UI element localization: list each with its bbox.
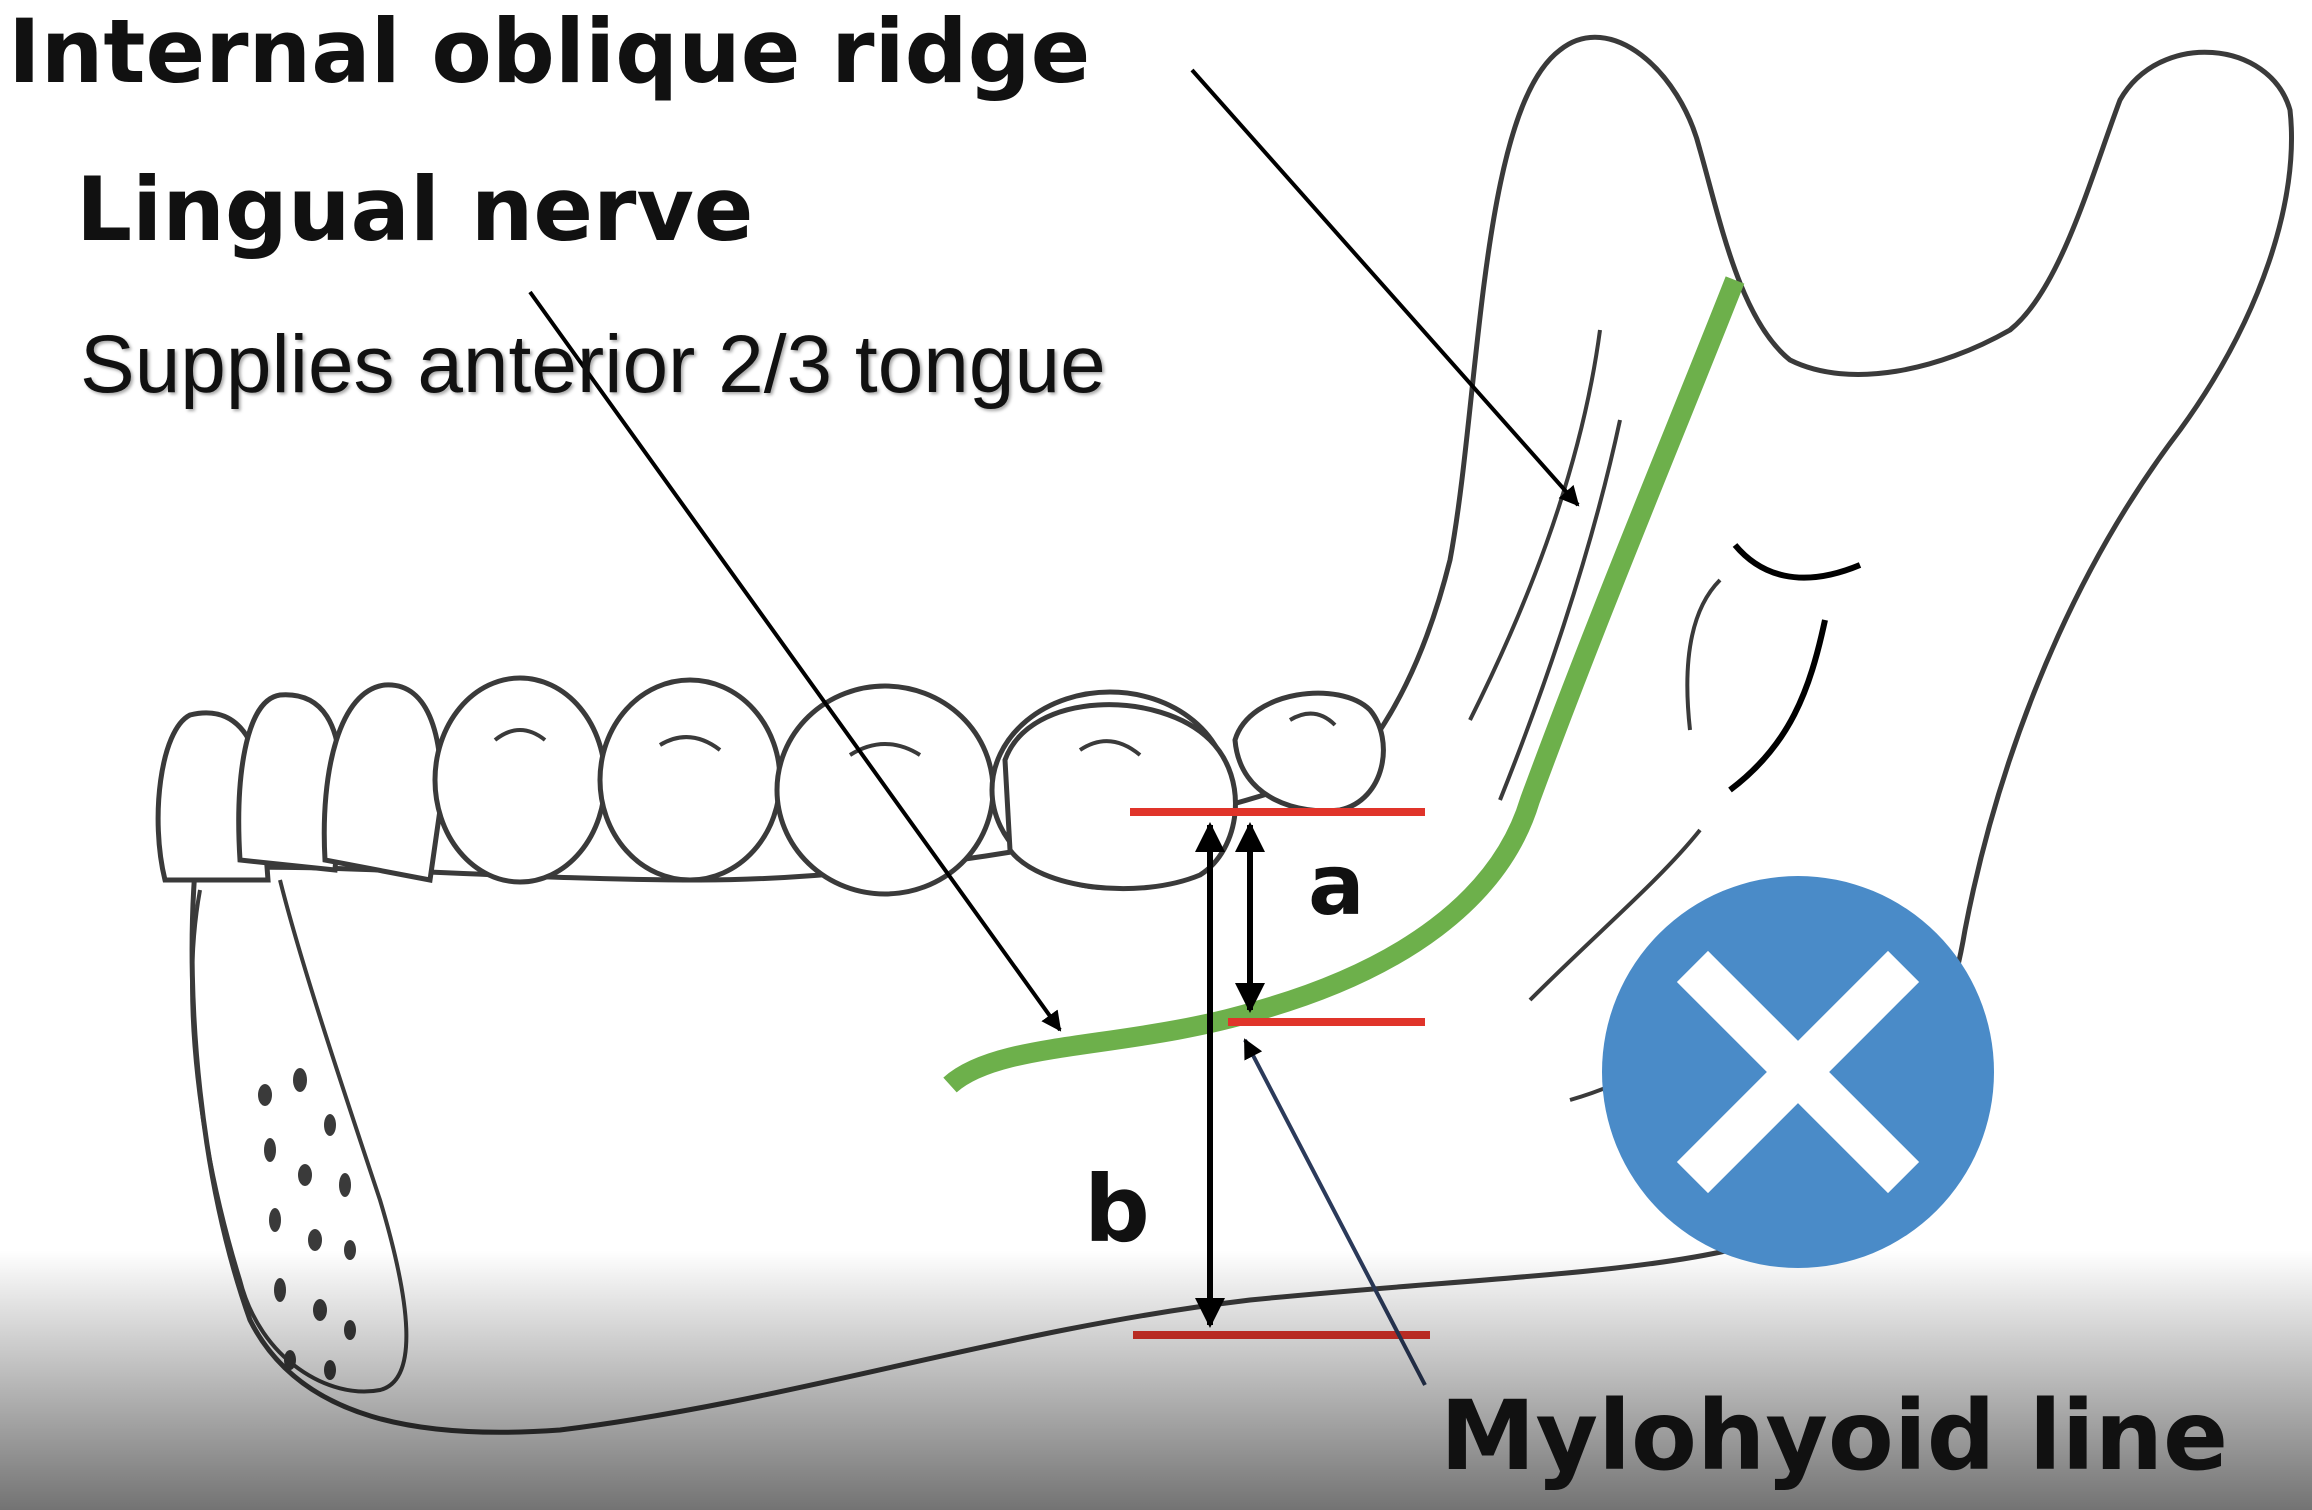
lingual-nerve-label: Lingual nerve bbox=[76, 158, 754, 261]
mandibular-foramen bbox=[1728, 543, 1862, 793]
symphysis-outline bbox=[190, 879, 409, 1394]
lingual-nerve-note: Supplies anterior 2/3 tongue bbox=[80, 319, 1106, 410]
measure-a-label: a bbox=[1308, 836, 1365, 934]
nerve-leader-arrow bbox=[528, 290, 1062, 1032]
third-molar bbox=[1232, 690, 1386, 814]
premolar bbox=[432, 675, 608, 885]
internal-oblique-ridge-label: Internal oblique ridge bbox=[8, 0, 1091, 103]
ridge-leader-arrow bbox=[1190, 68, 1580, 507]
premolar bbox=[597, 677, 783, 883]
reference-lines bbox=[1130, 808, 1430, 1339]
mylohyoid-line-label: Mylohyoid line bbox=[1440, 1380, 2229, 1492]
measure-b-label: b bbox=[1084, 1156, 1150, 1263]
close-button[interactable] bbox=[1602, 876, 1994, 1268]
molar bbox=[1002, 702, 1238, 892]
measurement-arrows bbox=[1195, 822, 1265, 1328]
teeth-row bbox=[155, 675, 1386, 897]
close-icon bbox=[1676, 950, 1920, 1194]
lingual-nerve-path bbox=[943, 276, 1745, 1093]
tooth-details bbox=[493, 711, 1337, 757]
cancellous-dots bbox=[258, 1068, 356, 1380]
canine bbox=[321, 682, 444, 883]
leader-arrows bbox=[528, 68, 1580, 1032]
molar bbox=[774, 683, 996, 897]
